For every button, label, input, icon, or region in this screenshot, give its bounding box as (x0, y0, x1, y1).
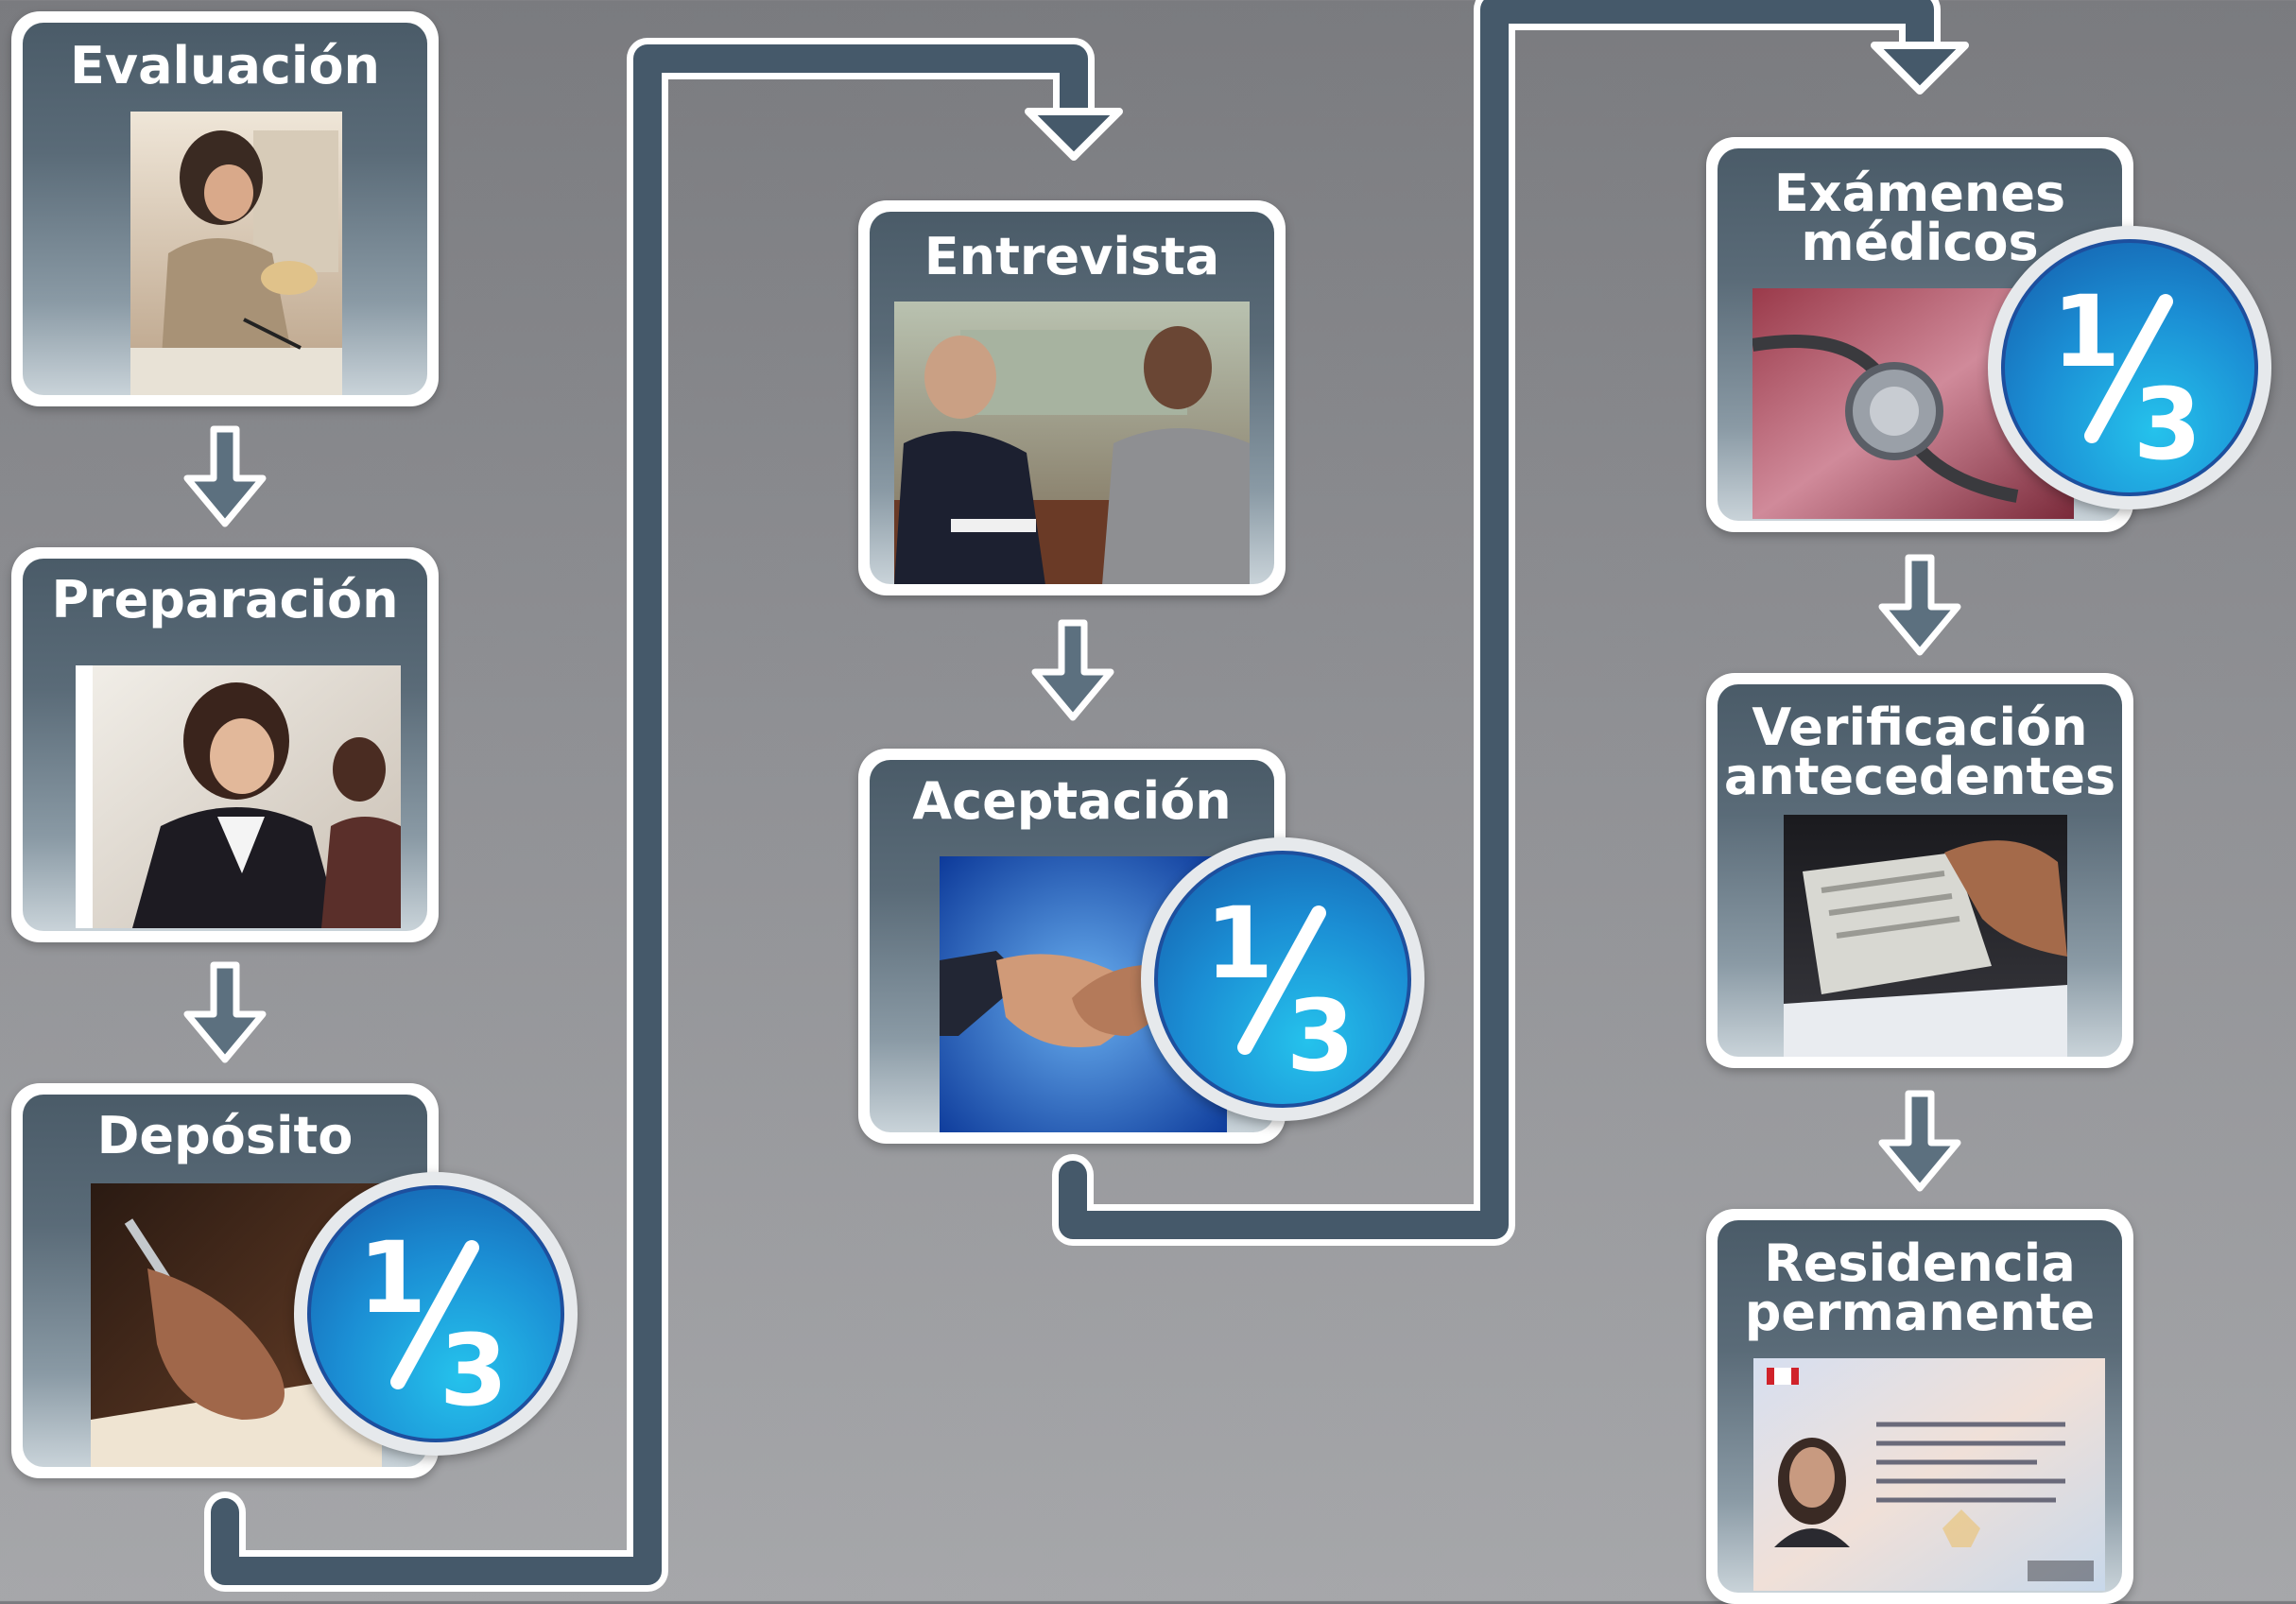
step-card-evaluacion: Evaluación (11, 11, 439, 406)
step-title: Residencia permanente (1744, 1233, 2096, 1342)
step-title: Aceptación (912, 771, 1232, 831)
step-title: Entrevista (924, 227, 1220, 286)
photo-hand-signing (91, 1183, 382, 1467)
step-card-verificacion-antecedentes: Verificación antecedentes (1706, 673, 2133, 1068)
fraction-denominator: 3 (1286, 978, 1355, 1094)
step-title: Verificación antecedentes (1723, 698, 2116, 806)
fraction-numerator: 1 (1205, 886, 1273, 1001)
step-title: Exámenes médicos (1773, 164, 2066, 272)
arrow-down-icon (1878, 1090, 1961, 1192)
photo-business-meeting (894, 302, 1250, 584)
step-card-residencia-permanente: Residencia permanente (1706, 1209, 2133, 1604)
photo-typing-keyboard (1784, 815, 2067, 1057)
step-title: Depósito (96, 1106, 354, 1165)
fraction-denominator: 3 (2133, 367, 2201, 482)
chevron-down-icon (1025, 108, 1123, 161)
one-third-badge: 1 3 (1988, 226, 2271, 509)
fraction-denominator: 3 (440, 1313, 508, 1428)
photo-woman-writing (130, 112, 342, 395)
photo-residence-card (1753, 1358, 2105, 1591)
one-third-badge: 1 3 (294, 1172, 578, 1456)
arrow-down-icon (1878, 554, 1961, 656)
step-title: Preparación (51, 570, 399, 630)
arrow-down-icon (183, 425, 267, 527)
one-third-badge: 1 3 (1141, 837, 1424, 1121)
chevron-down-icon (1871, 42, 1969, 95)
fraction-numerator: 1 (2052, 274, 2120, 389)
arrow-down-icon (1031, 619, 1114, 721)
fraction-numerator: 1 (358, 1220, 426, 1336)
photo-businesswoman (76, 665, 401, 928)
step-card-entrevista: Entrevista (858, 200, 1286, 595)
step-card-preparacion: Preparación (11, 547, 439, 942)
arrow-down-icon (183, 961, 267, 1063)
step-title: Evaluación (70, 36, 380, 95)
